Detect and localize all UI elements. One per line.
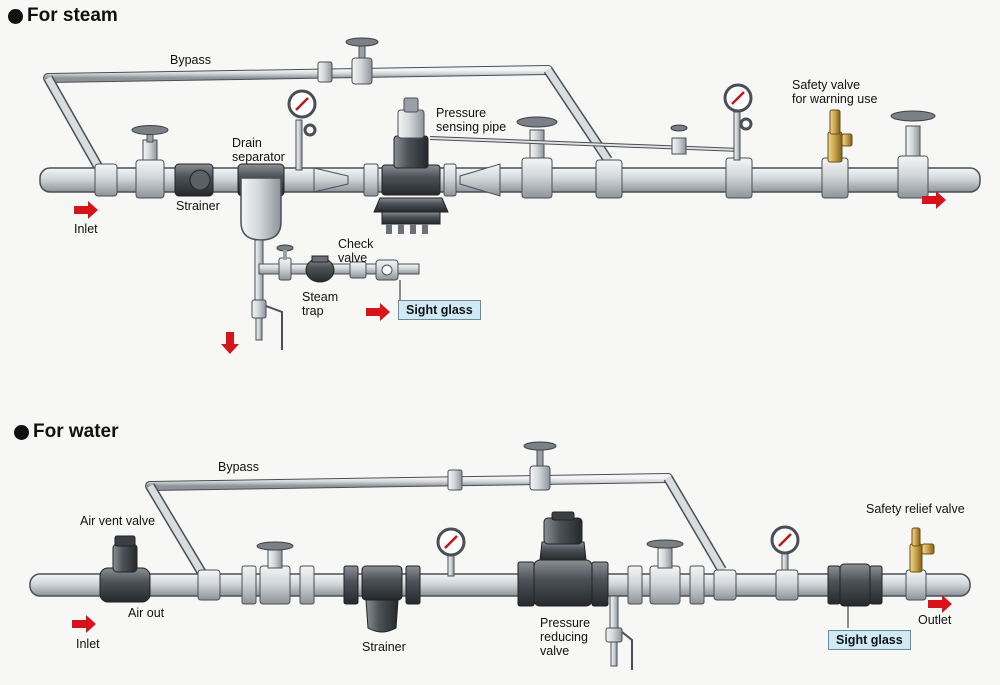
steam-trap-line1: Steam (302, 290, 339, 304)
pressure-reducing-valve-label: Pressure reducing valve (540, 616, 590, 658)
inlet-arrow-icon (74, 201, 98, 219)
steam-sight-glass-tag: Sight glass (398, 300, 481, 320)
water-strainer-label: Strainer (362, 640, 406, 654)
prv-line1: Pressure (540, 616, 591, 630)
pressure-sensing-line1: Pressure (436, 106, 487, 120)
steam-bypass-label: Bypass (170, 53, 211, 67)
steam-piping (39, 37, 981, 350)
check-valve-line1: Check (338, 237, 374, 251)
air-out-label: Air out (128, 606, 165, 620)
safety-valve-line2: for warning use (792, 92, 878, 106)
water-piping (29, 441, 971, 670)
outlet-arrow-icon (922, 191, 946, 209)
bullet-icon (8, 8, 23, 24)
steam-inlet-label: Inlet (74, 222, 98, 236)
drain-separator-label: Drain separator (232, 136, 285, 164)
air-vent-valve-label: Air vent valve (80, 514, 156, 528)
steam-heading: For steam (8, 5, 118, 27)
steam-trap-label: Steam trap (302, 290, 338, 318)
prv-line2: reducing (540, 630, 588, 644)
pressure-sensing-line2: sensing pipe (436, 120, 507, 134)
water-outlet-arrow-icon (928, 595, 952, 613)
water-inlet-label: Inlet (76, 637, 100, 651)
drain-separator-line2: separator (232, 150, 285, 164)
check-valve-label: Check valve (338, 237, 373, 265)
water-flow-arrows (72, 595, 952, 633)
water-sight-glass-tag: Sight glass (828, 630, 911, 650)
check-valve-line2: valve (338, 251, 368, 265)
water-bypass-label: Bypass (218, 460, 259, 474)
drain-down-arrow-icon (221, 332, 239, 354)
water-outlet-label: Outlet (918, 613, 952, 627)
leader-lines (399, 280, 849, 628)
safety-valve-line1: Safety valve (792, 78, 861, 92)
pressure-sensing-pipe-label: Pressure sensing pipe (436, 106, 506, 134)
steam-flow-arrows (74, 191, 946, 354)
safety-valve-label: Safety valve for warning use (792, 78, 877, 106)
steam-heading-text: For steam (27, 5, 118, 26)
prv-line3: valve (540, 644, 570, 658)
water-inlet-arrow-icon (72, 615, 96, 633)
water-heading-text: For water (33, 421, 119, 442)
drain-separator-line1: Drain (232, 136, 262, 150)
steam-trap-line2: trap (302, 304, 324, 318)
safety-relief-valve-label: Safety relief valve (866, 502, 965, 516)
bullet-icon (14, 424, 29, 440)
water-heading: For water (14, 421, 119, 443)
sight-glass-arrow-icon (366, 303, 390, 321)
steam-strainer-label: Strainer (176, 199, 220, 213)
